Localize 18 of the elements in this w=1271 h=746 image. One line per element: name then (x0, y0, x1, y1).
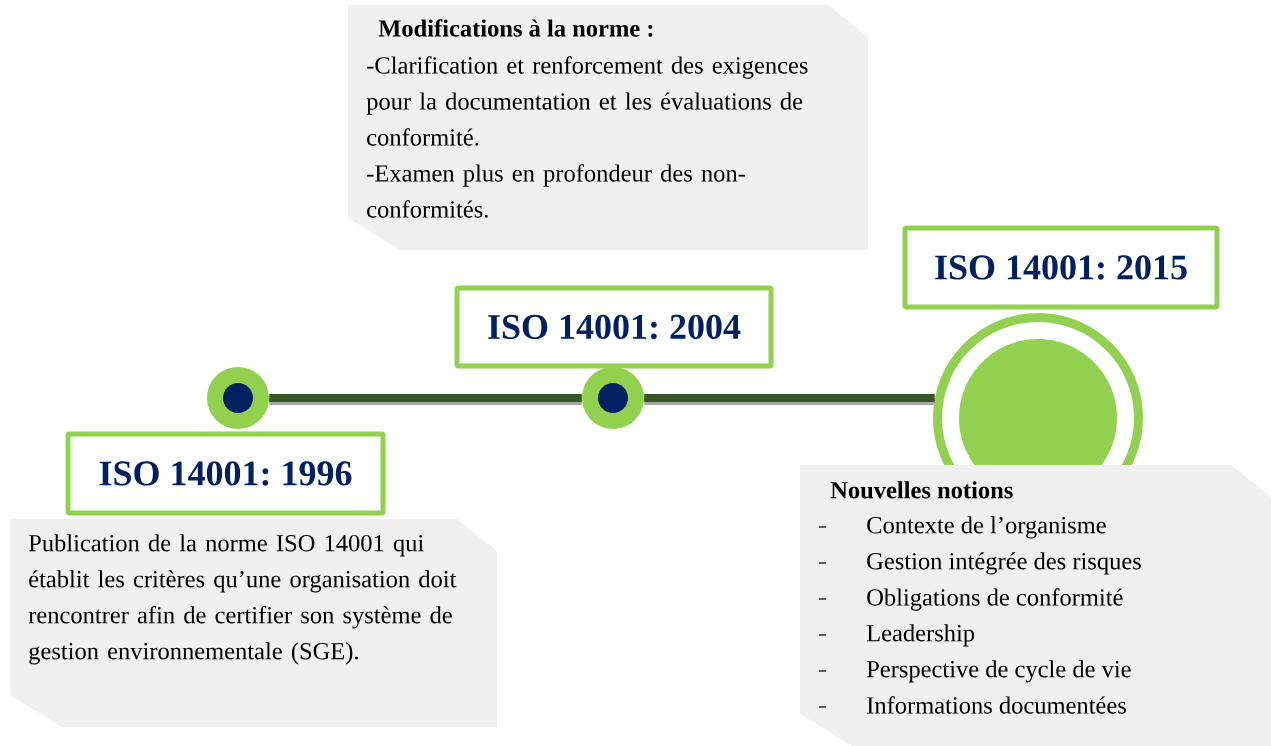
year-box: ISO 14001: 2004 (454, 285, 774, 369)
list-item: Gestion intégrée des risques (867, 552, 1141, 575)
description-text: -Clarification et renforcement des exigences pour la documentation et les évaluations de conformité. (366, 56, 808, 146)
timeline-dot (933, 313, 1143, 465)
info-card (800, 465, 1271, 746)
timeline-dot (207, 367, 269, 429)
description-text: -Examen plus en profondeur des non-conformités. (367, 164, 745, 218)
year-box: ISO 14001: 2015 (902, 225, 1220, 310)
list-item: Contexte de l’organisme (867, 516, 1106, 539)
list-item: Perspective de cycle de vie (866, 660, 1131, 683)
card-heading: Modifications à la norme : (378, 19, 653, 37)
year-box: ISO 14001: 1996 (65, 431, 386, 516)
card-heading: Nouvelles notions (830, 481, 1013, 499)
description-text: Publication de la norme ISO 14001 qui établit les critères qu’une organisation doit rencontrer afin de certifier son système de gestion environnementale (SGE). (28, 534, 457, 665)
list-item: Informations documentées (867, 696, 1126, 714)
timeline-dot (582, 367, 644, 429)
list-item: Obligations de conformité (867, 588, 1123, 611)
list-item: Leadership (866, 624, 975, 647)
